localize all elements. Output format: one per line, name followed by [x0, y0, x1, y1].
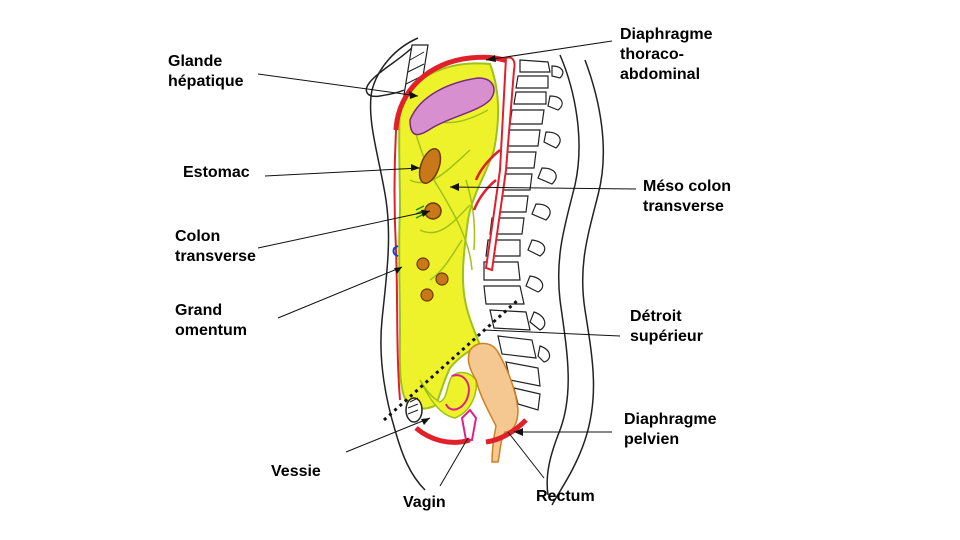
intestine-2	[435, 272, 449, 286]
label-glande-hepatique: Glande hépatique	[168, 53, 244, 90]
label-diaphragme-pelvien: Diaphragme pelvien	[624, 411, 717, 448]
spinous-processes	[525, 65, 564, 363]
label-meso-colon-transverse: Méso colon transverse	[643, 178, 732, 215]
label-grand-omentum: Grand omentum	[175, 302, 247, 339]
leader-lines	[257, 40, 637, 487]
liver	[409, 77, 495, 136]
aorta	[484, 56, 516, 272]
vertebral-column	[483, 59, 551, 411]
pelvic-diaphragm	[414, 418, 528, 445]
intestine-3	[420, 288, 434, 302]
mesenteric-artery	[472, 149, 501, 211]
anterior-wall-line	[393, 129, 401, 401]
pelvic-inlet-line	[382, 298, 520, 422]
uterus-rectum	[467, 342, 519, 463]
label-detroit-superieur: Détroit supérieur	[630, 308, 703, 345]
intestine-1	[416, 257, 430, 271]
label-vagin: Vagin	[403, 494, 446, 511]
arrowheads	[394, 55, 523, 436]
back-outline-outer	[551, 59, 605, 506]
navel-mark	[392, 245, 399, 257]
label-colon-transverse: Colon transverse	[175, 228, 256, 265]
bladder	[445, 374, 470, 411]
vagina	[460, 408, 478, 441]
body-outline-back	[546, 54, 580, 496]
label-diaphragme-thoraco-abdominal: Diaphragme thoraco- abdominal	[620, 26, 713, 83]
label-vessie: Vessie	[271, 463, 321, 480]
peritoneal-cavity	[398, 62, 500, 410]
pubis	[405, 397, 423, 423]
label-rectum: Rectum	[536, 488, 595, 505]
label-estomac: Estomac	[183, 164, 250, 181]
stomach	[418, 148, 442, 184]
